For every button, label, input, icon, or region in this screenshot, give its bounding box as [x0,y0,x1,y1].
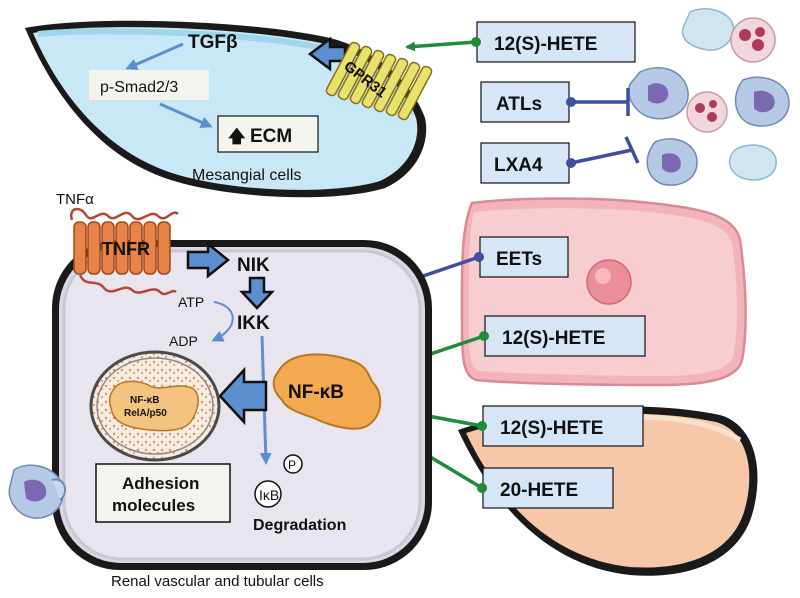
neutrophil-top [730,17,776,63]
tgfb-to-smad-arrow [125,42,184,70]
monocyte-1 [628,67,689,120]
nucleus-nfkb-label: NF-κB [130,395,159,406]
nik-to-ikk-arrow [239,276,275,310]
ecm-up-arrow: 🡅 [228,127,246,146]
psmad-label: p-Smad2/3 [100,79,178,96]
degradation-label: Degradation [253,517,346,534]
eets-label: EETs [496,249,542,270]
atls-box [480,81,570,123]
nfkb-complex [272,353,382,430]
psmad-box [89,70,209,100]
phosphate-label: P [288,458,296,472]
ikb-label: IκB [259,487,279,503]
lxa4-inhibit-bar [624,136,640,164]
tgfb-label: TGFβ [188,32,238,53]
adhesion-box [95,463,231,523]
lxa4-label: LXA4 [494,155,543,176]
tnfr-label: TNFR [102,239,150,259]
eets-box [479,236,569,278]
nucleus [89,350,221,462]
ecm-box [217,115,319,153]
tnfa-label: TNFα [56,191,94,208]
smad-to-ecm-arrow [159,102,213,128]
nuclear-nfkb [108,380,199,432]
atp-label: ATP [178,294,204,310]
monocyte-3 [646,138,698,186]
nucleus-rela-label: RelA/p50 [124,408,167,419]
tnfr-to-nik-arrow [186,241,231,279]
hete12-mid-label: 12(S)-HETE [502,328,605,349]
lxa4-box [480,142,570,184]
hete12-to-gpr31-arrow [405,40,477,52]
adhesion-line2: molecules [112,496,195,515]
mesangial-caption: Mesangial cells [192,167,301,184]
ecm-label: ECM [250,126,292,147]
nfkb-to-nucleus-arrow [218,366,268,426]
nfkb-label: NF-κB [288,382,344,403]
atls-label: ATLs [496,94,542,115]
phosphate-circle [283,454,303,474]
ikb-circle [254,480,282,508]
adhering-leukocyte [8,464,67,519]
gpr31-receptor [325,41,433,121]
renal-cell-caption: Renal vascular and tubular cells [111,573,324,590]
hete12-top-label: 12(S)-HETE [494,34,597,55]
adhesion-line1: Adhesion [122,474,199,493]
tnfr-receptor [69,207,179,296]
atp-adp-arrow [211,301,234,342]
monocyte-2 [734,76,790,127]
neutrophil-mid [686,91,728,133]
hete12-top-box [476,21,636,63]
hete20-label: 20-HETE [500,480,578,501]
lxa4-inhibit-line [570,148,633,165]
hete12-low-box [482,405,644,447]
hete12-low-label: 12(S)-HETE [500,418,603,439]
hete12-mid-box [484,315,646,357]
immune-cells [628,8,790,186]
ikk-label: IKK [237,313,270,334]
endothelial-cell [460,197,747,387]
nik-label: NIK [237,255,270,276]
adp-label: ADP [169,333,198,349]
